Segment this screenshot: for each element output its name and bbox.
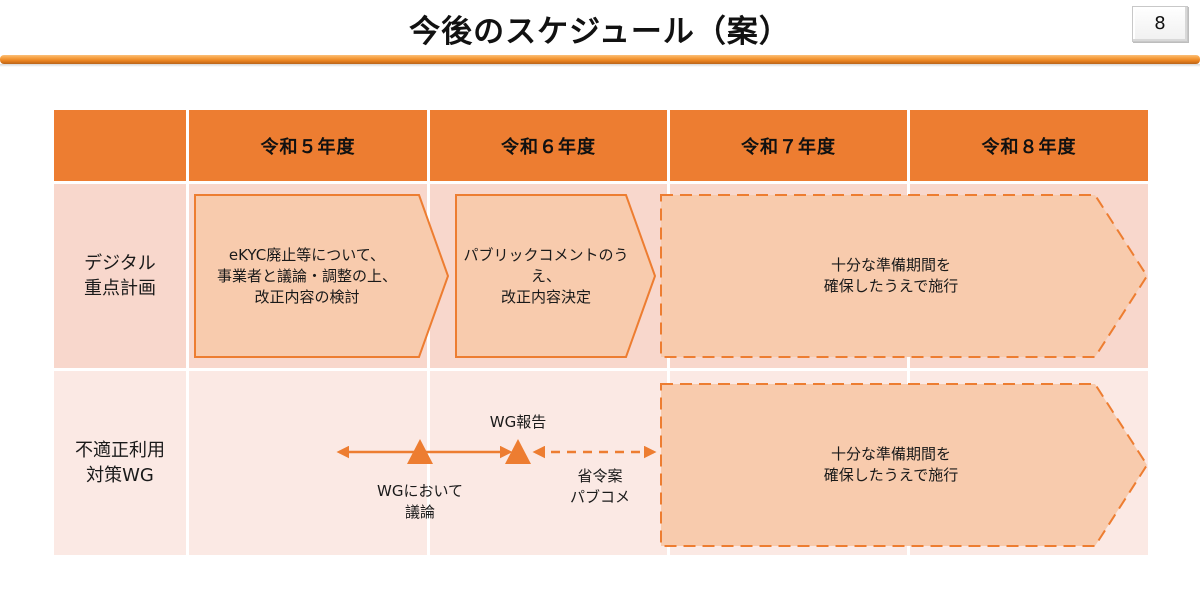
step-text-enforce-digital: 十分な準備期間を 確保したうえで施行 bbox=[661, 195, 1121, 357]
step-text-line: 改正内容の検討 bbox=[254, 287, 360, 306]
milestone-label-line: WGにおいて bbox=[376, 482, 463, 500]
step-chevron-review bbox=[194, 194, 450, 358]
row-label-digital-plan: デジタル 重点計画 bbox=[54, 184, 186, 368]
step-text-enforce-wg: 十分な準備期間を 確保したうえで施行 bbox=[661, 384, 1121, 546]
step-text-review: eKYC廃止等について、 事業者と議論・調整の上、 改正内容の検討 bbox=[195, 195, 419, 357]
step-text-line: eKYC廃止等について、 bbox=[228, 245, 386, 264]
row-label-improper-use-wg: 不適正利用 対策WG bbox=[54, 371, 186, 555]
step-text-line: 十分な準備期間を bbox=[830, 445, 951, 463]
page-title: 今後のスケジュール（案） bbox=[409, 14, 791, 50]
milestone-triangle-report bbox=[505, 439, 531, 464]
step-chevron-enforce-digital bbox=[660, 194, 1149, 358]
step-chevron-decide bbox=[455, 194, 657, 358]
row-label-line2: 対策WG bbox=[86, 465, 154, 486]
title-divider bbox=[0, 55, 1200, 64]
milestone-label-line: 議論 bbox=[404, 503, 435, 521]
column-header-r7: 令和７年度 bbox=[670, 110, 907, 181]
step-text-line: 十分な準備期間を bbox=[830, 256, 951, 274]
row-label-line2: 重点計画 bbox=[84, 278, 156, 299]
step-text-line: 確保したうえで施行 bbox=[823, 466, 959, 484]
milestone-label-report: WG報告 bbox=[468, 412, 568, 433]
step-text-line: 事業者と議論・調整の上、 bbox=[216, 266, 397, 285]
row2-cell-r6 bbox=[430, 371, 667, 555]
milestone-label-line: WG報告 bbox=[489, 413, 547, 431]
arrow-label-line: パブコメ bbox=[569, 488, 630, 506]
page-number: 8 bbox=[1132, 6, 1188, 42]
column-header-r8: 令和８年度 bbox=[910, 110, 1148, 181]
milestone-triangle-discussion bbox=[407, 439, 433, 464]
row-label-line1: デジタル bbox=[84, 253, 156, 274]
header-corner-cell bbox=[54, 110, 186, 181]
step-text-decide: パブリックコメントのうえ、 改正内容決定 bbox=[456, 195, 636, 357]
column-header-r5: 令和５年度 bbox=[189, 110, 427, 181]
public-comment-label: 省令案 パブコメ bbox=[550, 466, 650, 508]
row-label-line1: 不適正利用 bbox=[75, 440, 165, 461]
milestone-label-discussion: WGにおいて 議論 bbox=[360, 481, 480, 523]
step-text-line: パブリックコメントのうえ、 bbox=[463, 245, 629, 285]
step-chevron-enforce-wg bbox=[660, 383, 1149, 547]
arrow-label-line: 省令案 bbox=[577, 467, 623, 485]
row2-cell-r5 bbox=[189, 371, 427, 555]
title-divider-shadow bbox=[0, 64, 1200, 67]
step-text-line: 確保したうえで施行 bbox=[823, 277, 959, 295]
step-text-line: 改正内容決定 bbox=[500, 287, 591, 306]
column-header-r6: 令和６年度 bbox=[430, 110, 667, 181]
